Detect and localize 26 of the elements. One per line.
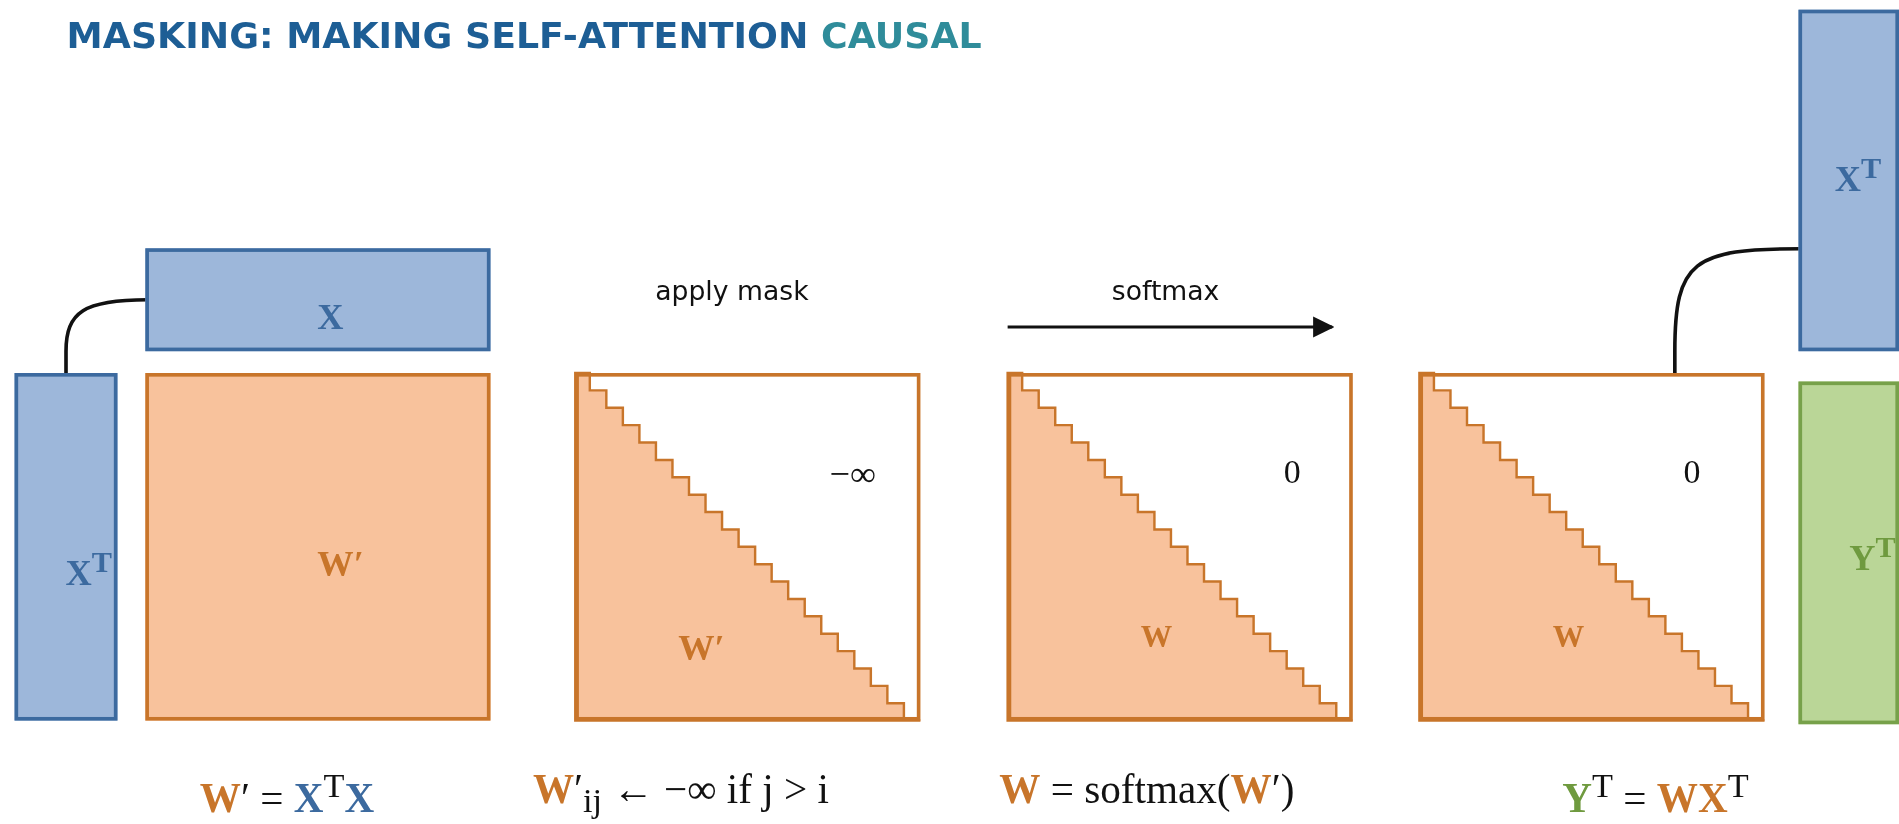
matrix-label: Y$^{T}$ — [1849, 531, 1896, 577]
matrix-square — [145, 373, 491, 721]
formula: Y$^{T}$ = WX$^{T}$ — [1562, 765, 1749, 823]
matrix-bar — [145, 248, 491, 352]
formula: W′$_{ij}$ ← −∞ if j > i — [532, 765, 829, 822]
matrix-label: W — [1552, 621, 1585, 653]
matrix-label: W′ — [317, 546, 364, 583]
matrix-bar — [1798, 381, 1899, 725]
formula: W = softmax(W′) — [999, 765, 1295, 814]
matrix-label: X$^{T}$ — [1834, 152, 1882, 198]
formula: W′ = X$^{T}$X — [199, 765, 375, 823]
matrix-label: W′ — [678, 629, 725, 667]
step-label: apply mask — [655, 276, 809, 309]
matrix-value: 0 — [1683, 455, 1701, 490]
matrix-value: 0 — [1283, 455, 1301, 490]
title: MASKING: MAKING SELF-ATTENTION CAUSAL — [66, 14, 982, 57]
matrix-label: W — [1140, 621, 1173, 653]
matrix-label: X$^{T}$ — [65, 546, 112, 591]
matrix-bar — [1798, 9, 1899, 352]
matrix-value: −∞ — [829, 455, 876, 492]
masked-matrix — [1419, 373, 1765, 721]
step-label: softmax — [1111, 276, 1220, 309]
masked-matrix — [1007, 373, 1353, 721]
matrix-label: X — [317, 299, 344, 336]
masked-matrix — [575, 373, 921, 721]
matrix-bar — [14, 373, 118, 721]
